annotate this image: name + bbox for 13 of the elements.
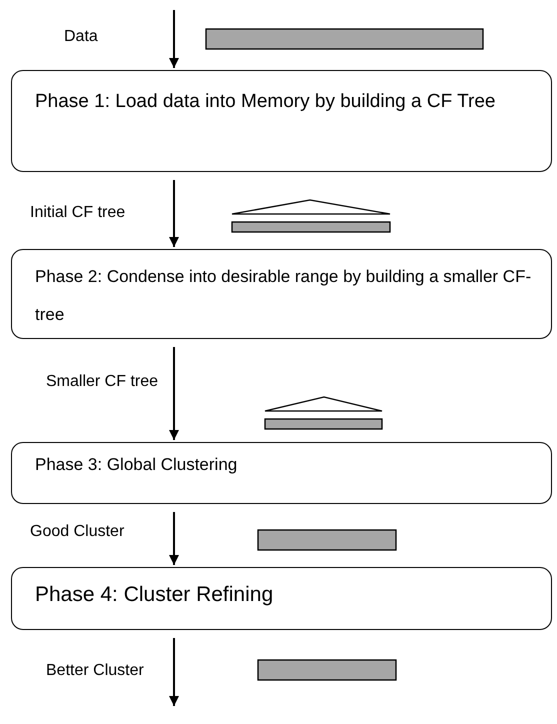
phase-text: Phase 3: Global Clustering bbox=[35, 454, 238, 476]
phase-text: Phase 1: Load data into Memory by building a CF Tree bbox=[35, 90, 496, 114]
process-box bbox=[11, 567, 552, 630]
arrow bbox=[169, 180, 179, 247]
process-box bbox=[11, 70, 552, 172]
phase-text: Phase 2: Condense into desirable range by building a smaller CF-tree bbox=[35, 266, 532, 326]
process-box bbox=[11, 442, 552, 504]
arrow bbox=[169, 347, 179, 440]
arrow bbox=[169, 10, 179, 68]
process-box bbox=[11, 249, 552, 339]
arrow bbox=[169, 512, 179, 565]
arrow bbox=[169, 638, 179, 706]
phase-text: Phase 4: Cluster Refining bbox=[35, 582, 274, 608]
